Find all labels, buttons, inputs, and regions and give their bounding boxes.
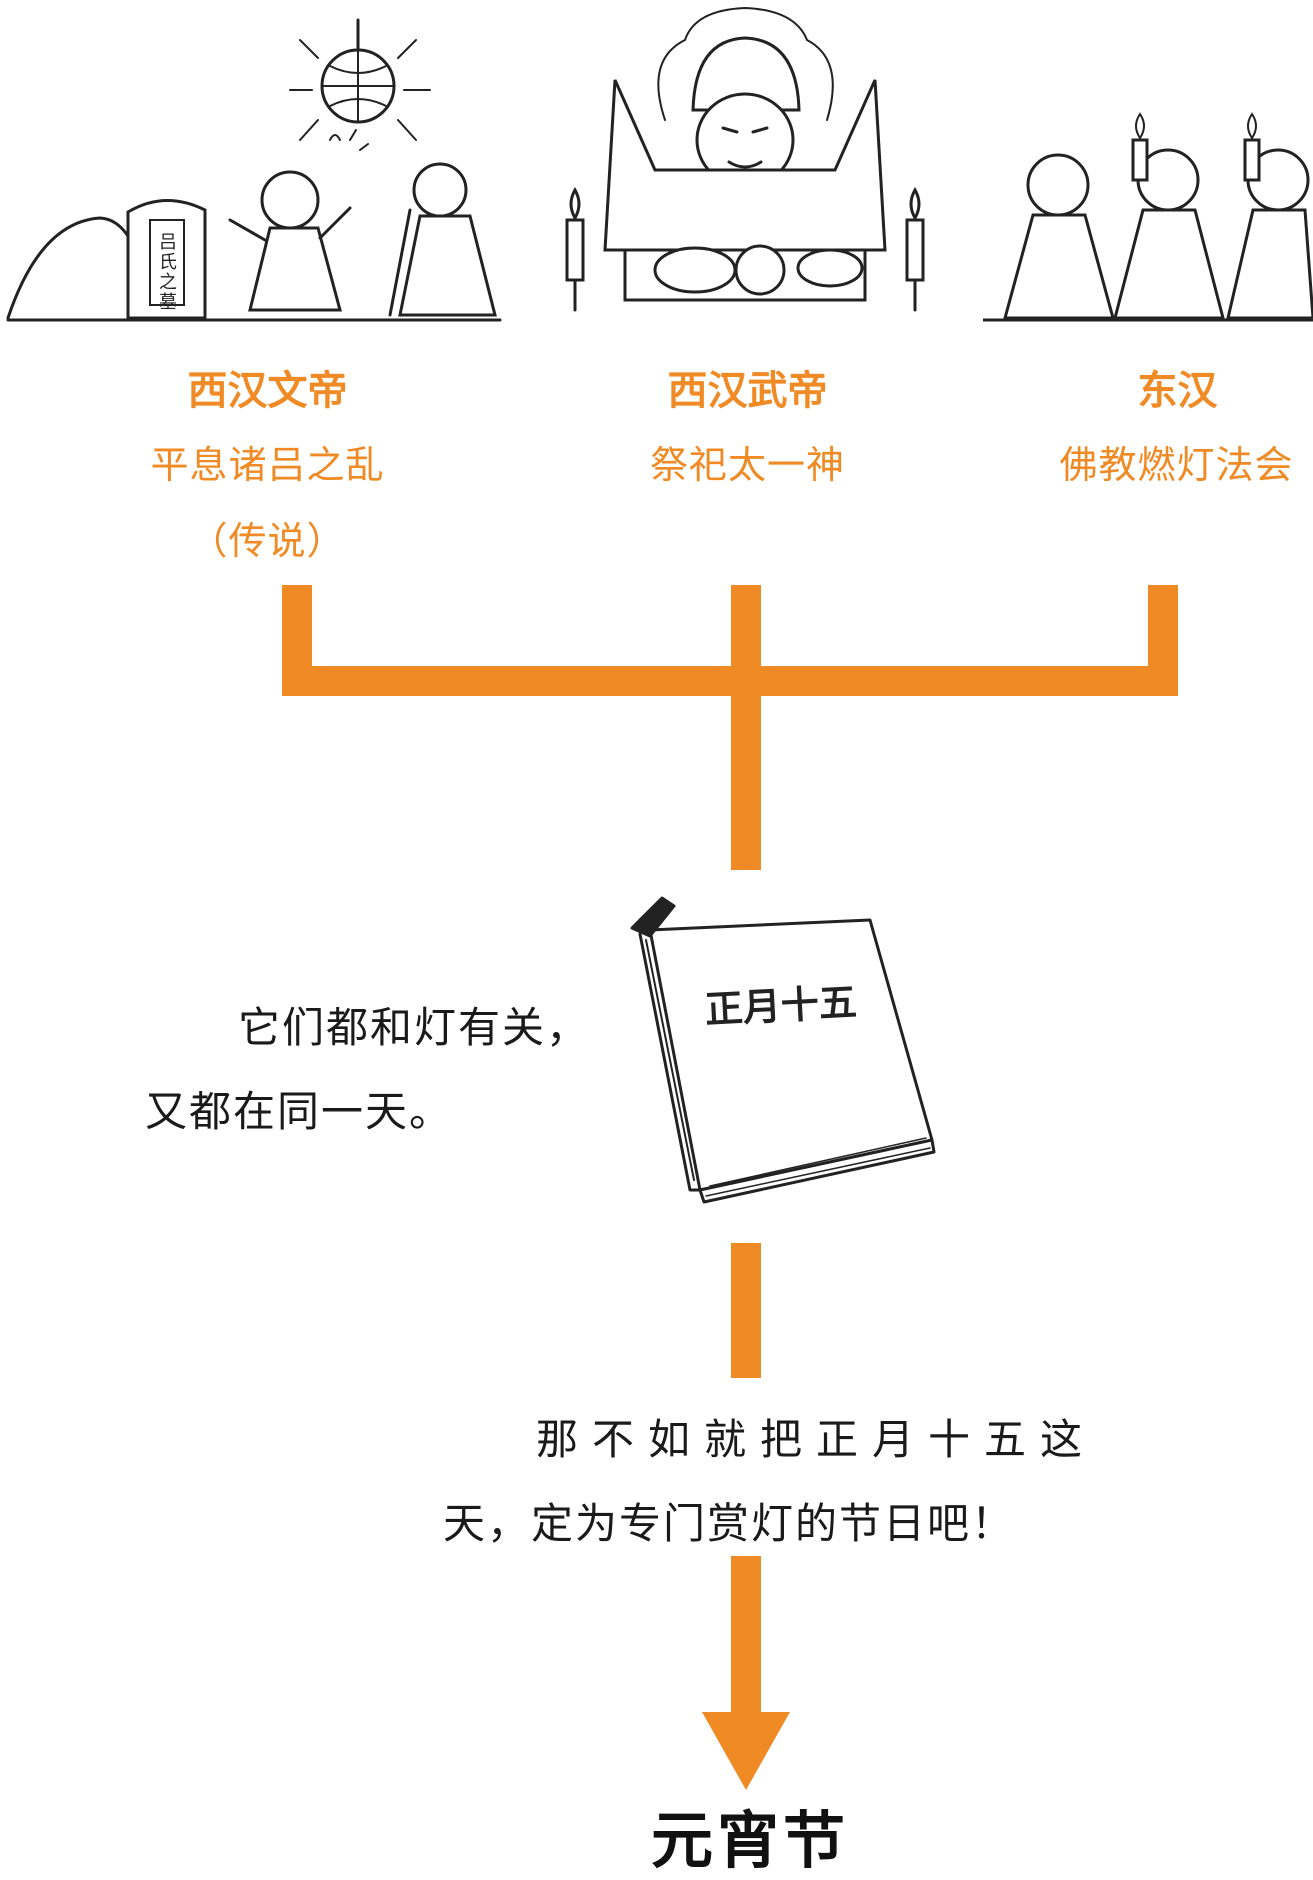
illustration-celebration: 吕氏之墓 [6,18,502,322]
left-candle [565,218,585,282]
singer-head [412,162,468,218]
caption-2-line-1: 那不如就把正月十五这 [536,1415,1097,1464]
calendar-binding [630,896,676,938]
caption-1-line-1: 它们都和灯有关， [238,1003,591,1052]
source-event-3: 佛教燃灯法会 [1059,443,1294,487]
center-top-line [731,585,761,870]
caption-1-line-2: 又都在同一天。 [145,1087,454,1136]
source-era-3: 东汉 [1137,368,1218,414]
source-note-1: （传说） [189,519,346,563]
tombstone [126,199,207,320]
microphone-stand [388,208,412,317]
dancer-head [260,170,320,230]
crown [691,36,801,112]
lamp-1 [1131,138,1149,182]
center-bottom-line [731,1556,761,1726]
source-event-2: 祭祀太一神 [649,443,845,487]
horizontal-bracket-line [282,666,1178,696]
calendar-illustration: 正月十五 [630,896,936,1204]
illustration-worship [565,6,925,312]
caption-2-line-2: 天，定为专门赏灯的节日吧！ [443,1499,1016,1548]
emperor-robe [603,79,887,252]
right-candle [905,218,925,282]
calendar-date-label: 正月十五 [704,982,858,1032]
illustration-lamp-ceremony [983,112,1313,322]
source-event-1: 平息诸吕之乱 [150,443,385,487]
source-era-2: 西汉武帝 [667,368,828,414]
tombstone-inscription: 吕氏之墓 [157,232,177,312]
lamp-2 [1243,138,1261,182]
flame-aura [657,6,834,121]
center-mid-line [731,1243,761,1378]
down-arrow-head [702,1712,790,1790]
result-festival-name: 元宵节 [650,1804,849,1877]
monk-head-1 [1026,153,1090,217]
source-era-1: 西汉文帝 [187,368,348,414]
